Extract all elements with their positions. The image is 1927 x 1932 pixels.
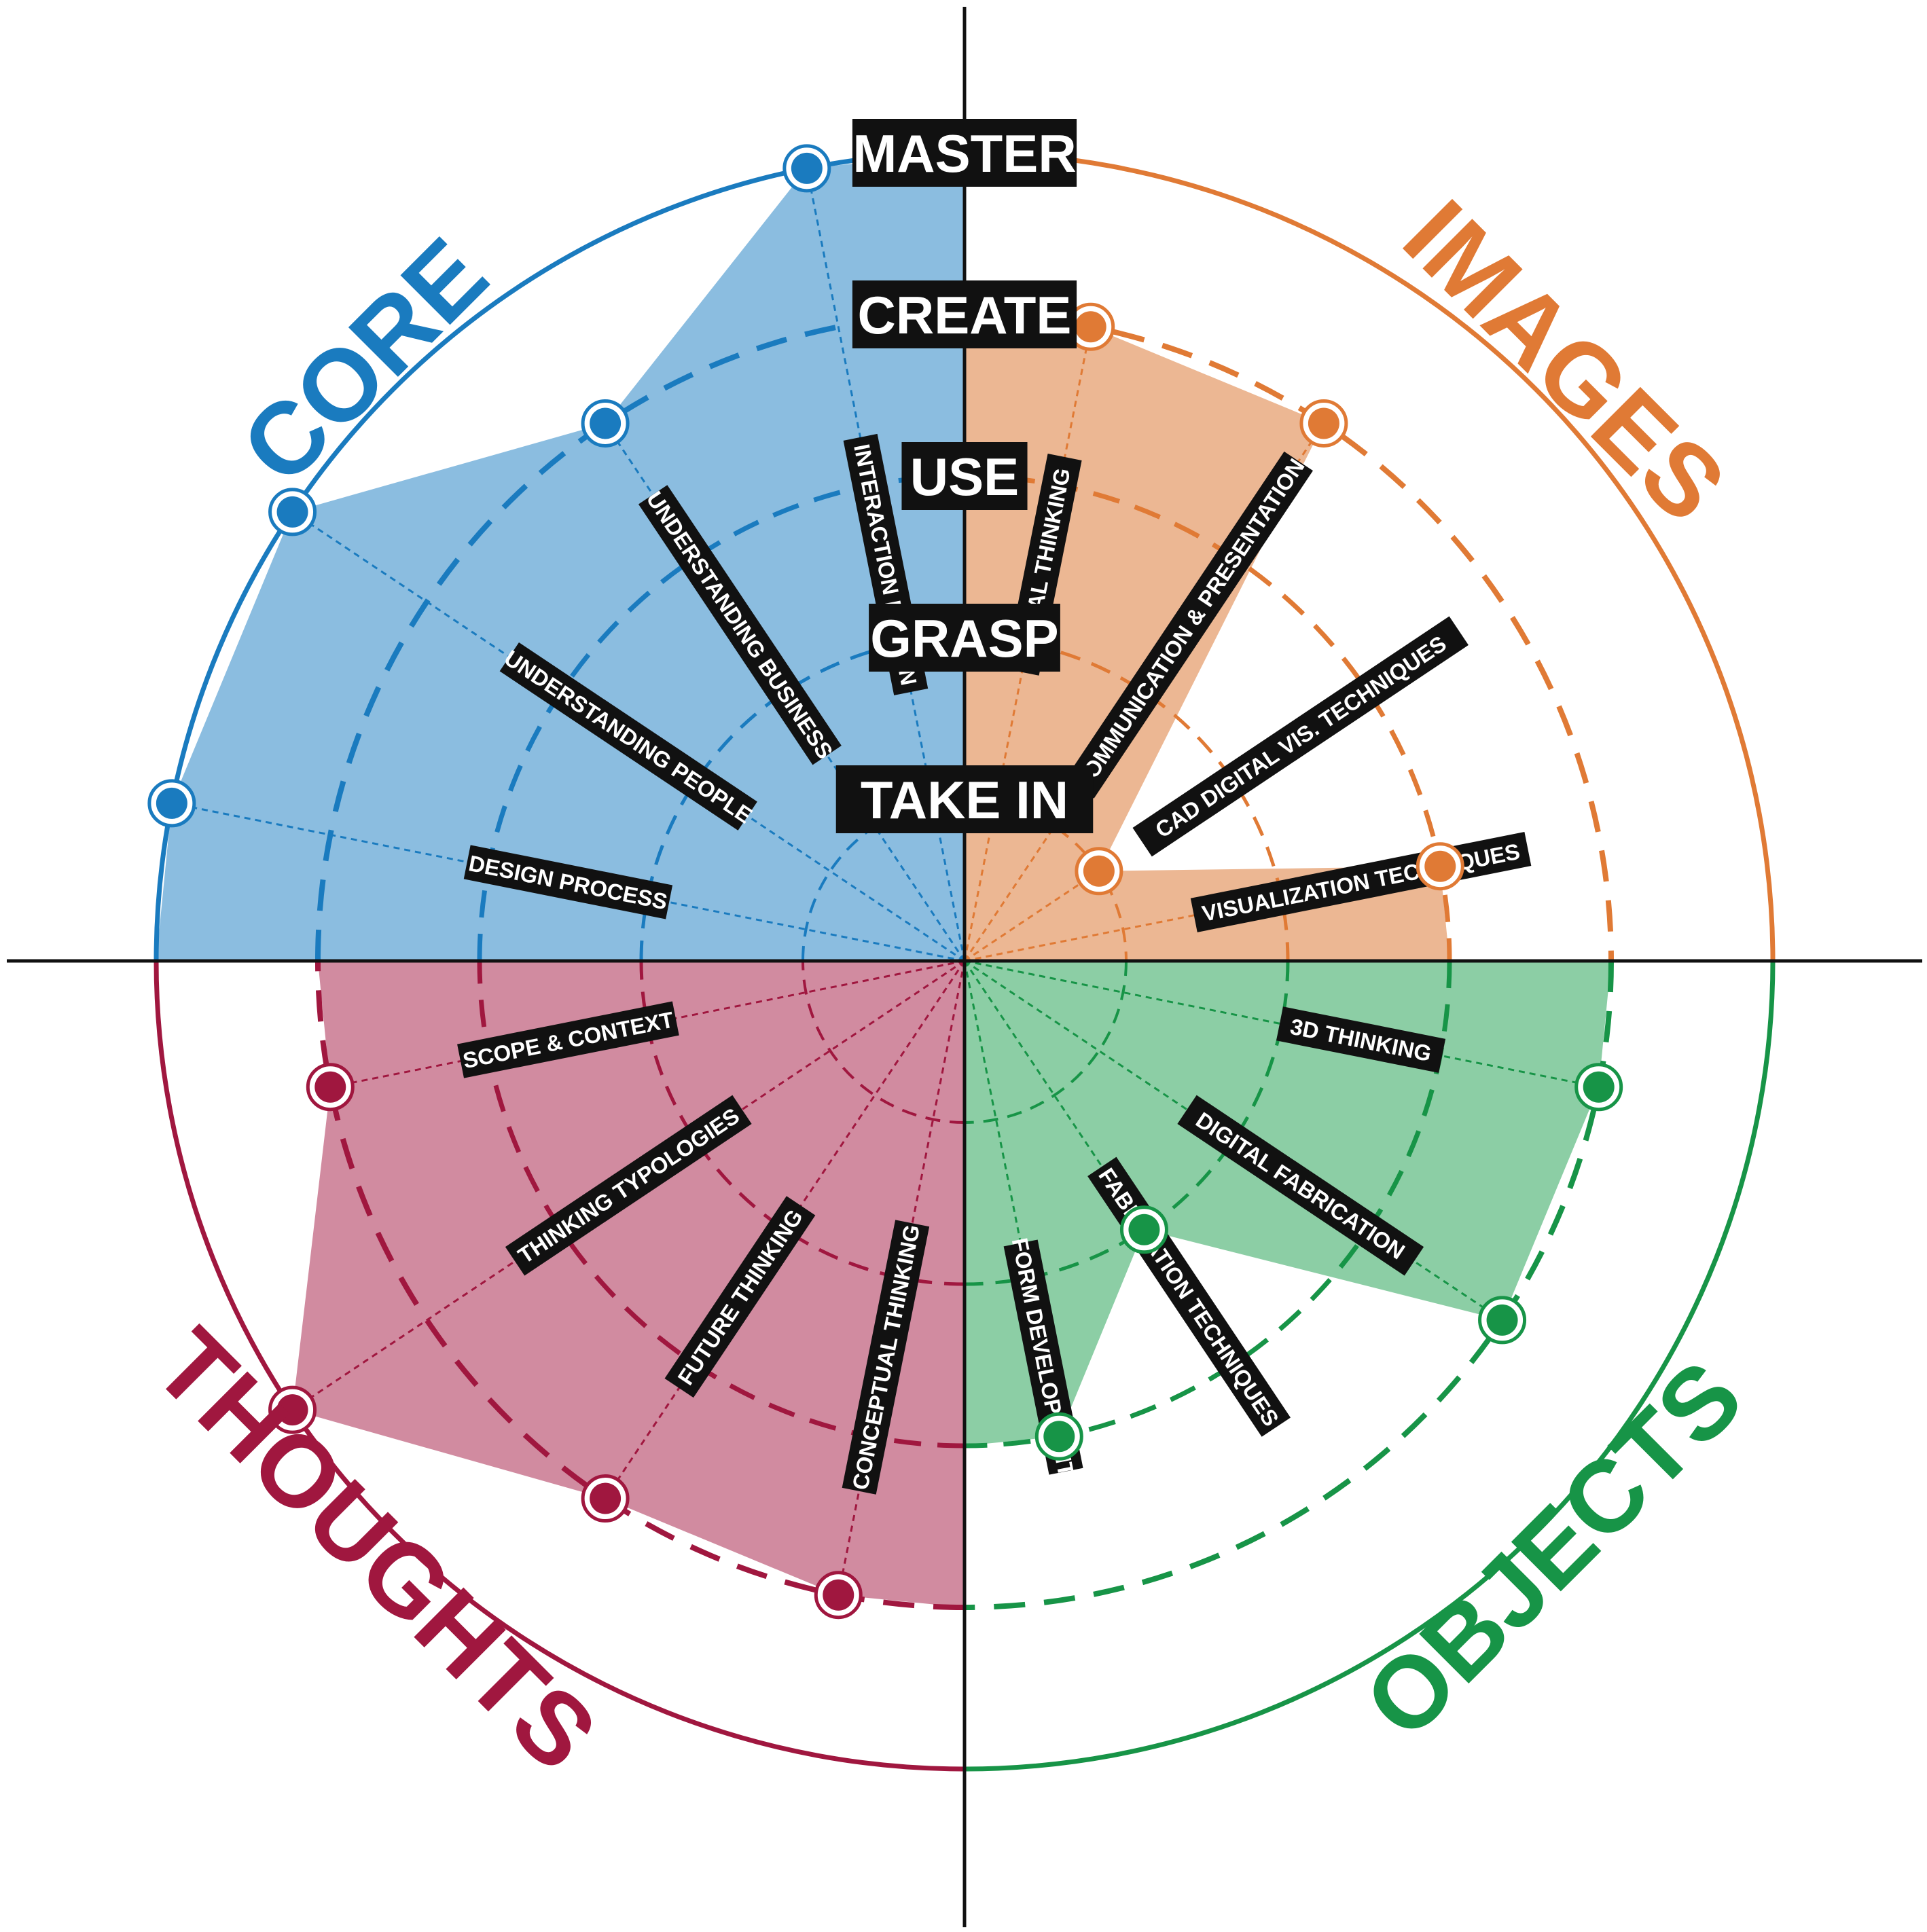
point-conceptual-thinking (823, 1579, 854, 1611)
outer-ring-images (964, 150, 1776, 962)
point-visual-thinking (1075, 311, 1106, 343)
outer-ring-core (154, 150, 965, 962)
point-visualization-techniques (1424, 850, 1456, 882)
level-label-grasp: GRASP (870, 608, 1058, 668)
level-arc-core-4 (315, 312, 965, 962)
level-arc-images-4 (964, 312, 1614, 962)
point-communication-and-presentation (1308, 407, 1339, 439)
quadrant-title-images: IMAGES (1382, 179, 1747, 543)
skill-label-box (664, 1196, 816, 1398)
level-label-box-master (852, 119, 1077, 187)
area-objects (965, 961, 1611, 1446)
skill-label-box (638, 485, 842, 765)
point-future-thinking (590, 1482, 622, 1514)
level-label-create: CREATE (858, 285, 1072, 345)
level-label-master: MASTER (852, 124, 1076, 183)
area-thoughts (292, 961, 965, 1607)
point-interaction-design (791, 152, 823, 184)
level-label-box-use (901, 442, 1028, 510)
point-cad-digital-vis-techniques (1083, 855, 1115, 887)
point-scope-and-context (314, 1071, 346, 1103)
point-understanding-people (276, 496, 308, 528)
skill-label-box (1132, 616, 1469, 857)
area-core (156, 153, 965, 961)
outer-ring-thoughts (154, 960, 965, 1772)
skill-label-box (842, 1220, 930, 1495)
skill-label-box (457, 1001, 679, 1078)
level-arc-thoughts-4 (315, 960, 965, 1610)
point-form-development (1043, 1421, 1075, 1453)
point-digital-fabrication (1486, 1304, 1518, 1336)
skill-label-box (1065, 451, 1313, 799)
level-arc-thoughts-1 (802, 960, 965, 1124)
skill-label-box (1276, 1006, 1446, 1073)
skill-label-box (463, 845, 673, 919)
point-fabrication-techniques (1128, 1214, 1160, 1245)
level-arc-core-1 (802, 798, 965, 962)
level-label-use: USE (910, 447, 1019, 507)
level-arc-objects-1 (964, 960, 1128, 1124)
skill-label-box (1177, 1095, 1424, 1276)
point-thinking-typologies (276, 1394, 308, 1426)
quadrant-title-core: CORE (220, 217, 509, 505)
point-understanding-business (590, 407, 622, 439)
quadrant-title-objects: OBJECTS (1342, 1338, 1763, 1760)
spoke-cad-digital-vis-techniques (964, 870, 1100, 962)
skill-label-box (499, 642, 757, 831)
level-label-box-create (852, 280, 1077, 348)
outer-ring-objects (964, 960, 1776, 1772)
point-3d-thinking (1583, 1071, 1615, 1103)
level-label-take-in: TAKE IN (861, 770, 1068, 830)
level-label-box-take-in (835, 765, 1094, 833)
level-label-box-grasp (869, 604, 1060, 672)
level-arc-objects-4 (964, 960, 1614, 1610)
point-design-process (156, 787, 187, 819)
skill-label-box (505, 1095, 752, 1276)
